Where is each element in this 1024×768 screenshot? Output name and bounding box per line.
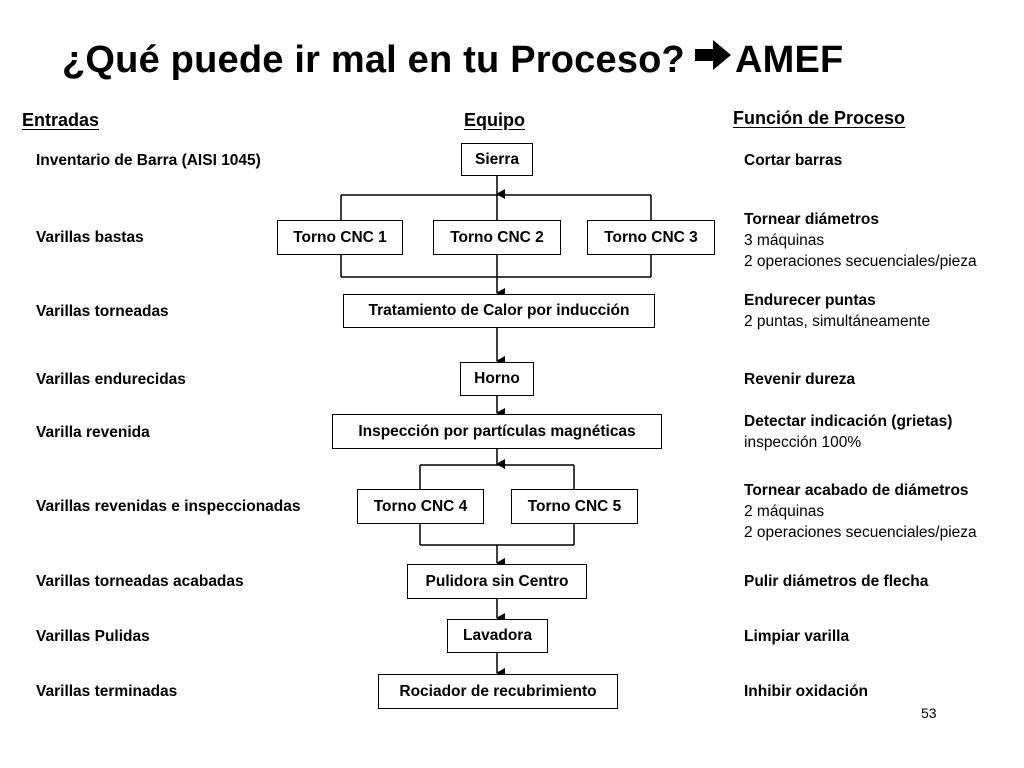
function-main: Endurecer puntas (744, 292, 876, 309)
function-item: Tornear acabado de diámetros 2 máquinas … (744, 480, 977, 543)
input-item: Varillas revenidas e inspeccionadas (36, 498, 301, 515)
function-main: Cortar barras (744, 152, 843, 169)
function-item: Cortar barras (744, 150, 842, 171)
input-item: Varillas endurecidas (36, 371, 186, 388)
equipment-box-torno-cnc-4: Torno CNC 4 (357, 489, 484, 524)
equipment-box-torno-cnc-5: Torno CNC 5 (511, 489, 638, 524)
function-detail: inspección 100% (744, 434, 862, 451)
equipment-box-tratamiento-calor: Tratamiento de Calor por inducción (343, 294, 655, 328)
equipment-box-sierra: Sierra (461, 143, 533, 176)
function-item: Pulir diámetros de flecha (744, 571, 928, 592)
equipment-box-torno-cnc-2: Torno CNC 2 (433, 220, 561, 255)
function-main: Limpiar varilla (744, 628, 850, 645)
function-main: Tornear acabado de diámetros (744, 482, 969, 499)
function-main: Tornear diámetros (744, 211, 879, 228)
equipment-box-torno-cnc-1: Torno CNC 1 (277, 220, 403, 255)
input-item: Varillas bastas (36, 229, 144, 246)
input-item: Varillas Pulidas (36, 628, 150, 645)
equipment-box-torno-cnc-3: Torno CNC 3 (587, 220, 715, 255)
header-equipment: Equipo (464, 110, 525, 130)
function-detail: 2 operaciones secuenciales/pieza (744, 524, 977, 541)
input-item: Varillas terminadas (36, 683, 178, 700)
function-detail: 3 máquinas (744, 232, 825, 249)
function-main: Inhibir oxidación (744, 683, 869, 700)
slide-title: ¿Qué puede ir mal en tu Proceso? AMEF (62, 30, 843, 90)
function-item: Endurecer puntas 2 puntas, simultáneamen… (744, 290, 930, 332)
right-arrow-icon (693, 38, 733, 82)
input-item: Varillas torneadas (36, 303, 169, 320)
function-main: Detectar indicación (grietas) (744, 413, 953, 430)
input-item: Varilla revenida (36, 424, 150, 441)
function-item: Revenir dureza (744, 369, 855, 390)
title-suffix: AMEF (734, 38, 844, 81)
header-inputs: Entradas (22, 110, 100, 130)
input-item: Varillas torneadas acabadas (36, 573, 244, 590)
function-item: Limpiar varilla (744, 626, 849, 647)
title-text: ¿Qué puede ir mal en tu Proceso? (62, 38, 685, 81)
function-main: Revenir dureza (744, 371, 856, 388)
equipment-box-pulidora: Pulidora sin Centro (407, 564, 587, 599)
function-detail: 2 máquinas (744, 503, 825, 520)
function-item: Tornear diámetros 3 máquinas 2 operacion… (744, 209, 977, 272)
page-number: 53 (921, 705, 937, 721)
input-item: Inventario de Barra (AISI 1045) (36, 152, 261, 169)
equipment-box-lavadora: Lavadora (447, 619, 548, 653)
equipment-box-inspeccion: Inspección por partículas magnéticas (332, 414, 662, 449)
equipment-box-horno: Horno (460, 362, 534, 396)
function-item: Detectar indicación (grietas) inspección… (744, 411, 952, 453)
function-item: Inhibir oxidación (744, 681, 868, 702)
function-main: Pulir diámetros de flecha (744, 573, 929, 590)
function-detail: 2 puntas, simultáneamente (744, 313, 931, 330)
equipment-box-rociador: Rociador de recubrimiento (378, 674, 618, 709)
function-detail: 2 operaciones secuenciales/pieza (744, 253, 977, 270)
header-function: Función de Proceso (733, 108, 906, 128)
